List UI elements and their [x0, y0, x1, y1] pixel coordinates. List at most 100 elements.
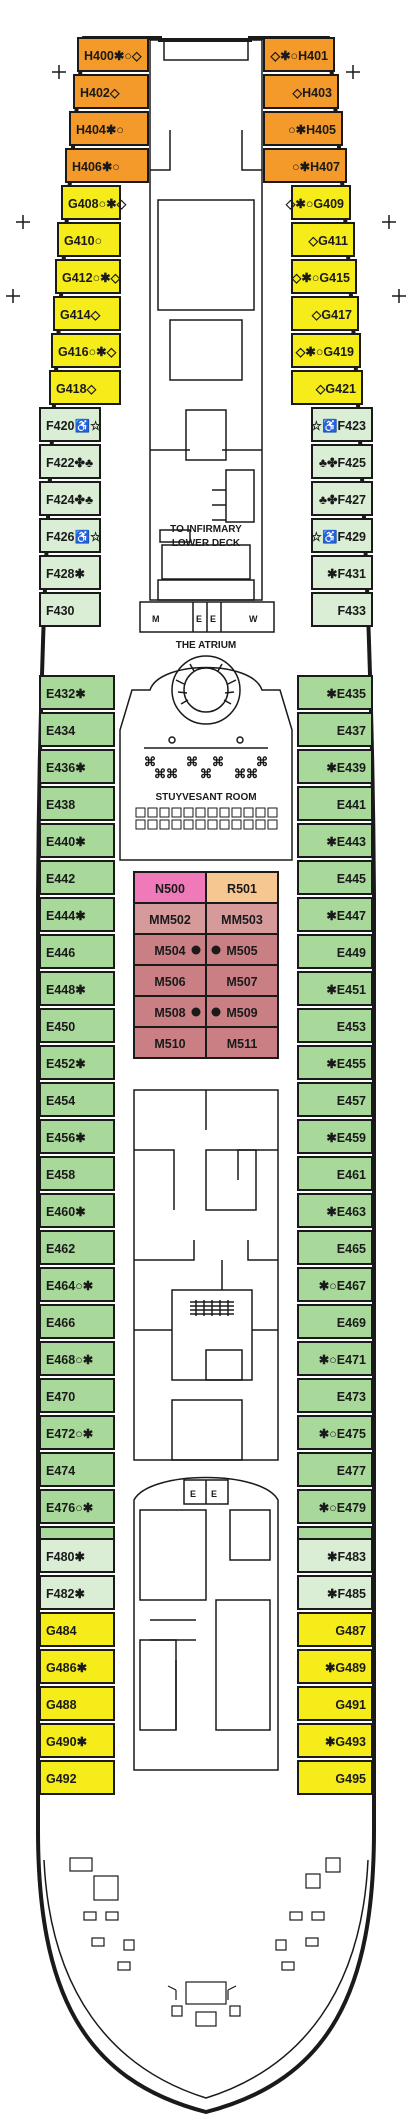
- cabin-G492[interactable]: G492: [39, 1760, 115, 1795]
- cabin-G408[interactable]: G408○✱◇: [61, 185, 128, 220]
- cabin-F428[interactable]: F428✱: [39, 555, 101, 590]
- cabin-E476[interactable]: E476○✱: [39, 1489, 115, 1524]
- cabin-H403[interactable]: ◇H403: [263, 74, 339, 109]
- cabin-G495[interactable]: G495: [297, 1760, 373, 1795]
- cabin-M510[interactable]: M510: [133, 1026, 207, 1059]
- cabin-E466[interactable]: E466: [39, 1304, 115, 1339]
- cabin-E449[interactable]: E449: [297, 934, 373, 969]
- cabin-H400[interactable]: H400✱○◇: [77, 37, 149, 72]
- cabin-E444[interactable]: E444✱: [39, 897, 115, 932]
- cabin-E434[interactable]: E434: [39, 712, 115, 747]
- cabin-M506[interactable]: M506: [133, 964, 207, 997]
- cabin-E468[interactable]: E468○✱: [39, 1341, 115, 1376]
- cabin-G489[interactable]: ✱G489: [297, 1649, 373, 1684]
- cabin-E452[interactable]: E452✱: [39, 1045, 115, 1080]
- cabin-E471[interactable]: ✱○E471: [297, 1341, 373, 1376]
- cabin-E455[interactable]: ✱E455: [297, 1045, 373, 1080]
- cabin-F423[interactable]: ☆♿F423: [311, 407, 373, 442]
- cabin-E447[interactable]: ✱E447: [297, 897, 373, 932]
- cabin-E465[interactable]: E465: [297, 1230, 373, 1265]
- cabin-E457[interactable]: E457: [297, 1082, 373, 1117]
- cabin-E451[interactable]: ✱E451: [297, 971, 373, 1006]
- cabin-F430[interactable]: F430: [39, 592, 101, 627]
- cabin-G415[interactable]: ◇✱○G415: [291, 259, 357, 294]
- cabin-E441[interactable]: E441: [297, 786, 373, 821]
- cabin-G490[interactable]: G490✱: [39, 1723, 115, 1758]
- cabin-F426[interactable]: F426♿☆: [39, 518, 102, 553]
- cabin-E477[interactable]: E477: [297, 1452, 373, 1487]
- cabin-E445[interactable]: E445: [297, 860, 373, 895]
- cabin-E461[interactable]: E461: [297, 1156, 373, 1191]
- cabin-E458[interactable]: E458: [39, 1156, 115, 1191]
- cabin-F480[interactable]: F480✱: [39, 1538, 115, 1573]
- cabin-G414[interactable]: G414◇: [53, 296, 121, 331]
- cabin-M509[interactable]: M509: [205, 995, 279, 1028]
- cabin-E450[interactable]: E450: [39, 1008, 115, 1043]
- cabin-E446[interactable]: E446: [39, 934, 115, 969]
- cabin-H405[interactable]: ○✱H405: [263, 111, 343, 146]
- cabin-G486[interactable]: G486✱: [39, 1649, 115, 1684]
- cabin-G488[interactable]: G488: [39, 1686, 115, 1721]
- cabin-E472[interactable]: E472○✱: [39, 1415, 115, 1450]
- cabin-H406[interactable]: H406✱○: [65, 148, 149, 183]
- cabin-MM503[interactable]: MM503: [205, 902, 279, 935]
- cabin-E473[interactable]: E473: [297, 1378, 373, 1413]
- cabin-G491[interactable]: G491: [297, 1686, 373, 1721]
- cabin-E437[interactable]: E437: [297, 712, 373, 747]
- cabin-F429[interactable]: ☆♿F429: [311, 518, 373, 553]
- cabin-E436[interactable]: E436✱: [39, 749, 115, 784]
- cabin-G418[interactable]: G418◇: [49, 370, 121, 405]
- cabin-E475[interactable]: ✱○E475: [297, 1415, 373, 1450]
- cabin-E453[interactable]: E453: [297, 1008, 373, 1043]
- cabin-M504[interactable]: M504: [133, 933, 207, 966]
- cabin-M508[interactable]: M508: [133, 995, 207, 1028]
- cabin-F420[interactable]: F420♿☆: [39, 407, 102, 442]
- cabin-MM502[interactable]: MM502: [133, 902, 207, 935]
- cabin-G417[interactable]: ◇G417: [291, 296, 359, 331]
- cabin-E459[interactable]: ✱E459: [297, 1119, 373, 1154]
- cabin-G411[interactable]: ◇G411: [291, 222, 355, 257]
- cabin-G487[interactable]: G487: [297, 1612, 373, 1647]
- cabin-E469[interactable]: E469: [297, 1304, 373, 1339]
- cabin-E474[interactable]: E474: [39, 1452, 115, 1487]
- cabin-E443[interactable]: ✱E443: [297, 823, 373, 858]
- cabin-F485[interactable]: ✱F485: [297, 1575, 373, 1610]
- cabin-E454[interactable]: E454: [39, 1082, 115, 1117]
- cabin-F424[interactable]: F424✤♣: [39, 481, 101, 516]
- cabin-E439[interactable]: ✱E439: [297, 749, 373, 784]
- cabin-E462[interactable]: E462: [39, 1230, 115, 1265]
- cabin-G484[interactable]: G484: [39, 1612, 115, 1647]
- cabin-G416[interactable]: G416○✱◇: [51, 333, 121, 368]
- cabin-R501[interactable]: R501: [205, 871, 279, 904]
- cabin-F431[interactable]: ✱F431: [311, 555, 373, 590]
- cabin-N500[interactable]: N500: [133, 871, 207, 904]
- cabin-F483[interactable]: ✱F483: [297, 1538, 373, 1573]
- cabin-F427[interactable]: ♣✤F427: [311, 481, 373, 516]
- cabin-F433[interactable]: F433: [311, 592, 373, 627]
- cabin-F422[interactable]: F422✤♣: [39, 444, 101, 479]
- cabin-E463[interactable]: ✱E463: [297, 1193, 373, 1228]
- cabin-E442[interactable]: E442: [39, 860, 115, 895]
- cabin-G410[interactable]: G410○: [57, 222, 121, 257]
- cabin-E435[interactable]: ✱E435: [297, 675, 373, 710]
- cabin-M505[interactable]: M505: [205, 933, 279, 966]
- cabin-E467[interactable]: ✱○E467: [297, 1267, 373, 1302]
- cabin-E438[interactable]: E438: [39, 786, 115, 821]
- cabin-E432[interactable]: E432✱: [39, 675, 115, 710]
- cabin-H401[interactable]: ◇✱○H401: [263, 37, 335, 72]
- cabin-E456[interactable]: E456✱: [39, 1119, 115, 1154]
- cabin-H404[interactable]: H404✱○: [69, 111, 149, 146]
- cabin-H402[interactable]: H402◇: [73, 74, 149, 109]
- cabin-G409[interactable]: ◇✱○G409: [285, 185, 351, 220]
- cabin-E479[interactable]: ✱○E479: [297, 1489, 373, 1524]
- cabin-E448[interactable]: E448✱: [39, 971, 115, 1006]
- cabin-E470[interactable]: E470: [39, 1378, 115, 1413]
- cabin-E460[interactable]: E460✱: [39, 1193, 115, 1228]
- cabin-F425[interactable]: ♣✤F425: [311, 444, 373, 479]
- cabin-M507[interactable]: M507: [205, 964, 279, 997]
- cabin-H407[interactable]: ○✱H407: [263, 148, 347, 183]
- cabin-G412[interactable]: G412○✱◇: [55, 259, 122, 294]
- cabin-G493[interactable]: ✱G493: [297, 1723, 373, 1758]
- cabin-G421[interactable]: ◇G421: [291, 370, 363, 405]
- cabin-F482[interactable]: F482✱: [39, 1575, 115, 1610]
